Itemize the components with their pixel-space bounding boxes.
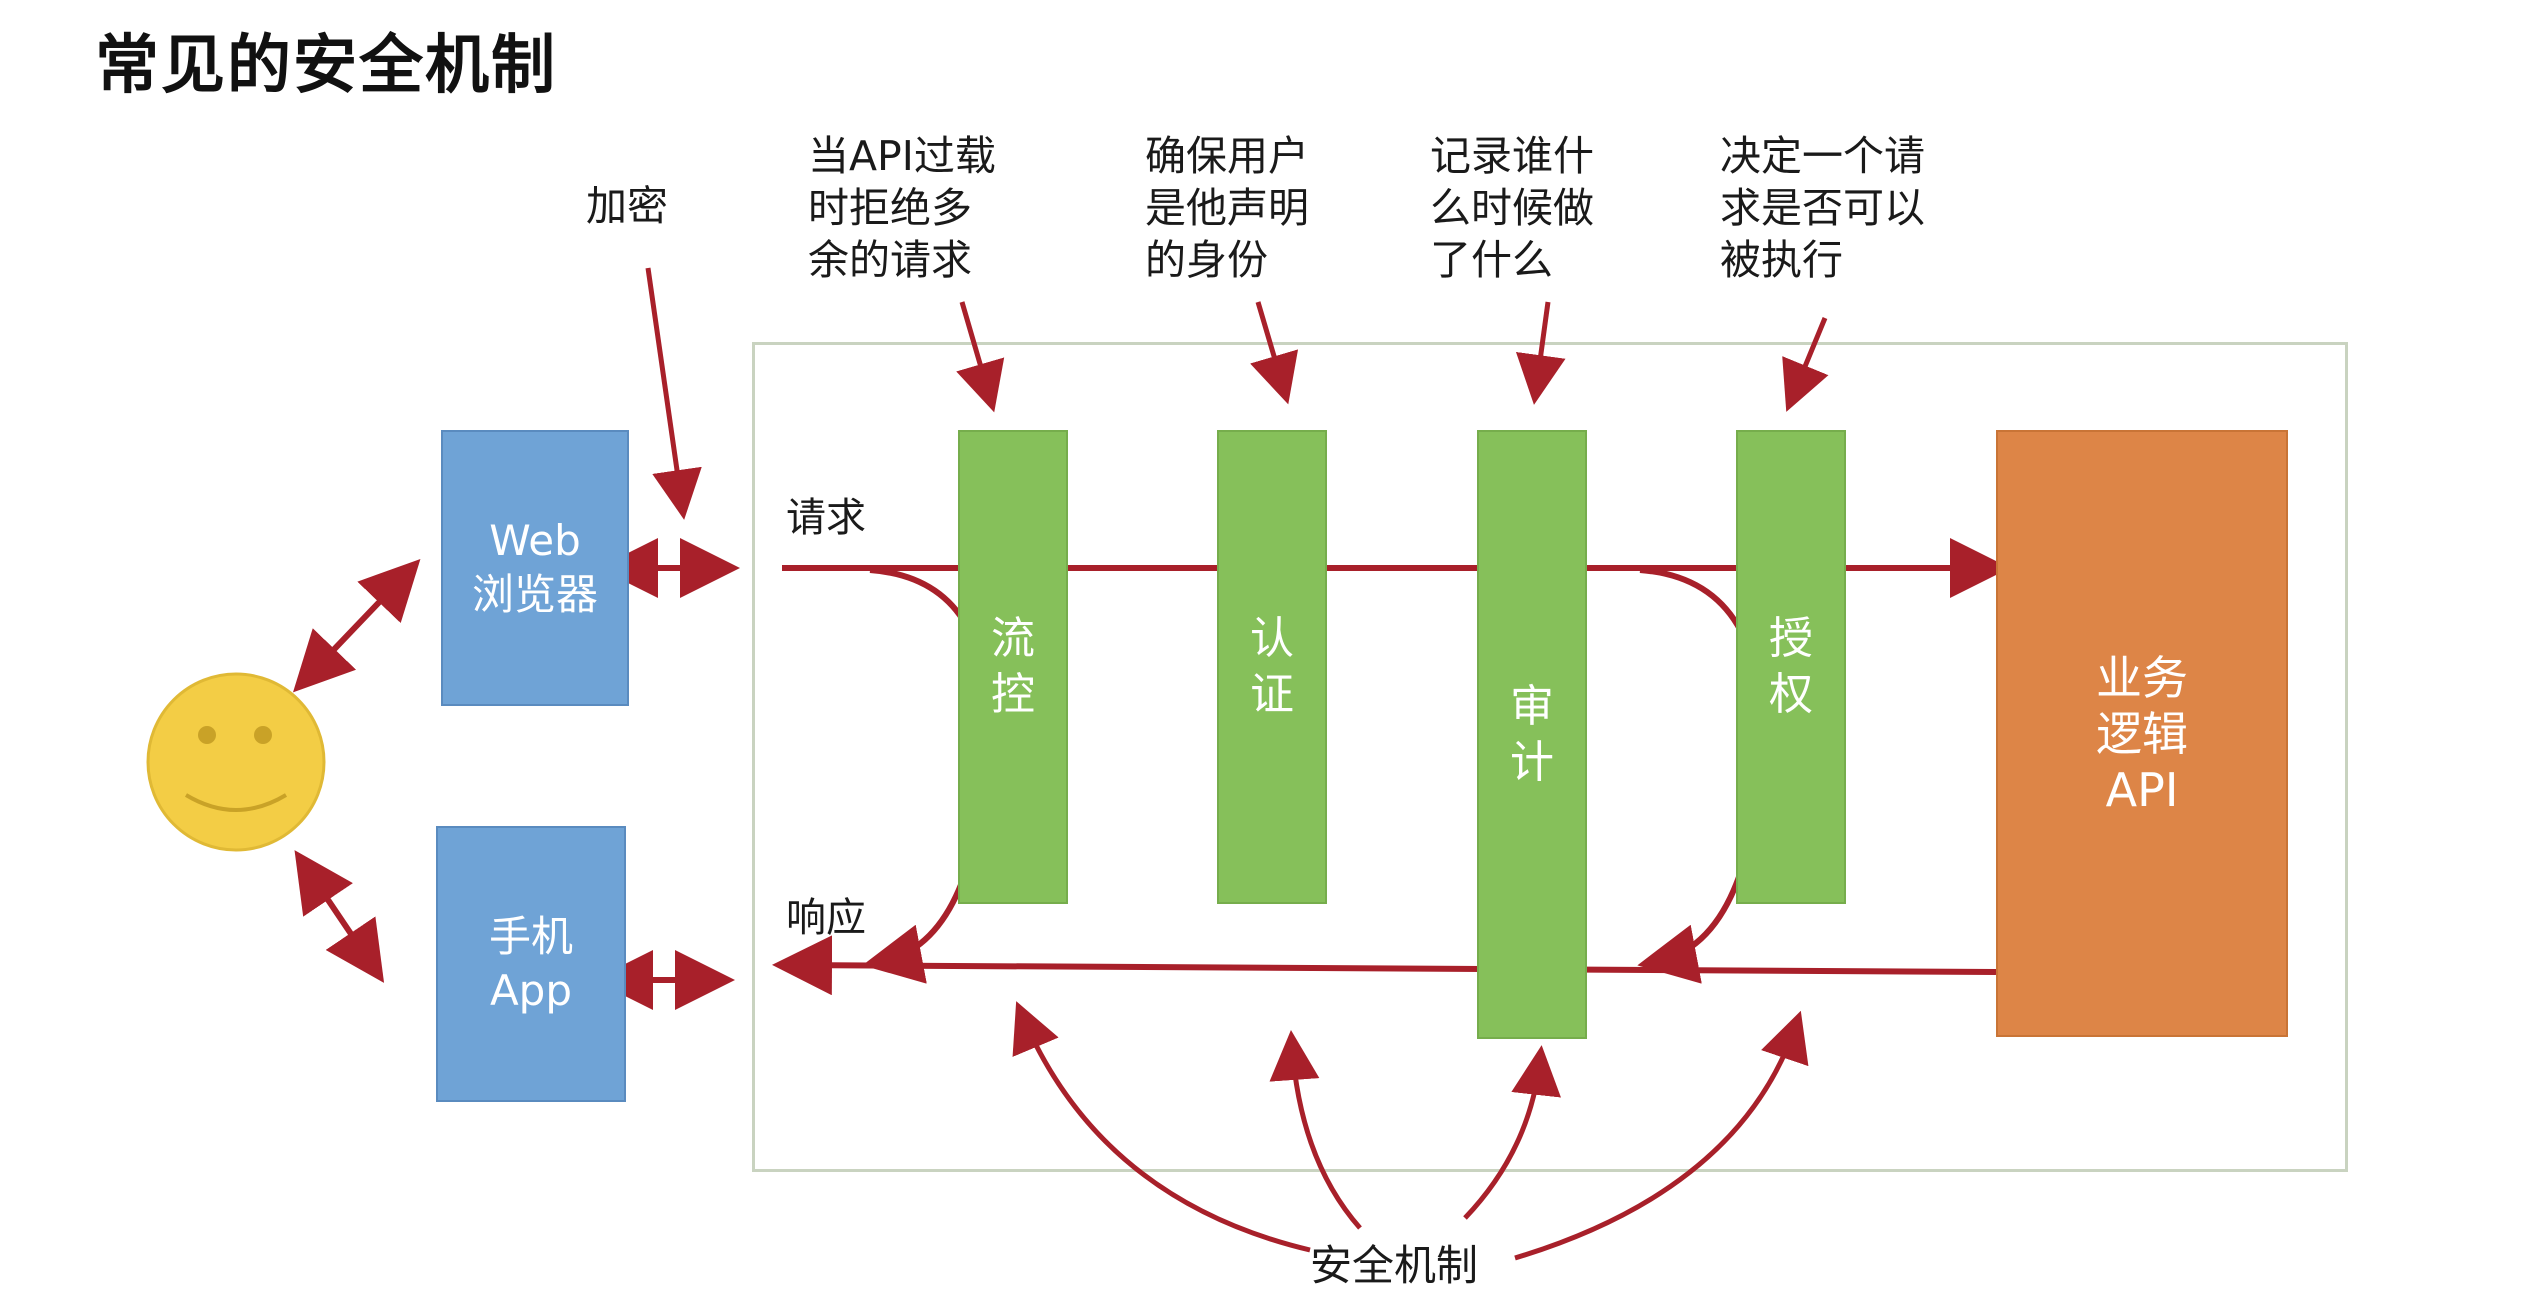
authorization-pointer-arrow (1782, 317, 1829, 412)
encryption-pointer-arrow (645, 267, 702, 520)
audit-note: 记录谁什 么时候做 了什么 (1430, 132, 1594, 284)
mobile-app-box: 手机 App (436, 826, 626, 1102)
mech-pointer-audit (1463, 1045, 1561, 1220)
rate-limit-pointer-arrow (956, 301, 1005, 413)
audit-box: 审 计 (1477, 430, 1587, 1039)
request-label: 请求 (786, 495, 866, 541)
audit-pointer-arrow (1515, 301, 1566, 405)
mech-pointer-authorization (1514, 1010, 1809, 1261)
security-boundary (752, 342, 2348, 1172)
page-title: 常见的安全机制 (95, 29, 557, 103)
rate-limit-box: 流 控 (958, 430, 1068, 904)
user-smiley-icon (146, 672, 326, 852)
authentication-pointer-arrow (1250, 301, 1299, 405)
security-mechanisms-label: 安全机制 (1310, 1241, 1479, 1290)
mech-pointer-authentication (1269, 1030, 1362, 1230)
authentication-box: 认 证 (1217, 430, 1327, 904)
authorization-box: 授 权 (1736, 430, 1846, 904)
user-web-arrow (292, 558, 421, 693)
response-line (772, 935, 1997, 996)
rate-limit-note: 当API过载 时拒绝多 余的请求 (808, 132, 996, 284)
mech-pointer-rate-limit (1012, 1001, 1311, 1253)
authorization-note: 决定一个请 求是否可以 被执行 (1720, 132, 1925, 284)
response-label: 响应 (786, 895, 866, 941)
encryption-note: 加密 (586, 182, 668, 230)
web-browser-box: Web 浏览器 (441, 430, 629, 706)
authentication-note: 确保用户 是他声明 的身份 (1145, 132, 1309, 284)
business-logic-api-box: 业务 逻辑 API (1996, 430, 2288, 1037)
user-mobile-arrow (294, 850, 385, 983)
